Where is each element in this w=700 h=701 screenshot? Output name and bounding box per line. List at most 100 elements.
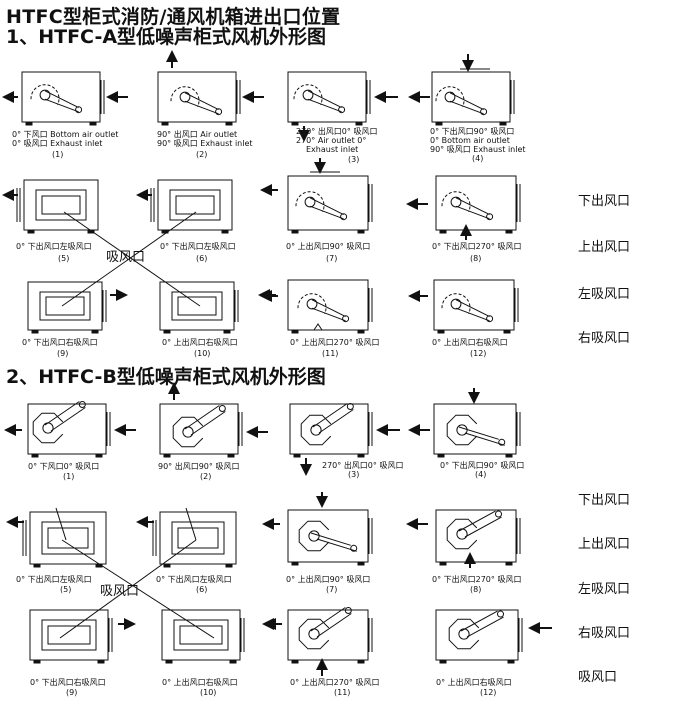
b-5-belt bbox=[55, 507, 67, 541]
b-number-3: (3) bbox=[348, 470, 360, 479]
b-box-3-foot bbox=[293, 453, 301, 458]
b-7-volute bbox=[298, 520, 330, 552]
b-9-panel bbox=[47, 625, 91, 645]
b-box-12-foot bbox=[507, 659, 515, 664]
b-7-belt bbox=[310, 532, 351, 546]
a-8-belt bbox=[455, 197, 490, 216]
b-10-panel bbox=[173, 619, 229, 651]
b-12-impeller bbox=[458, 628, 470, 640]
a-number-7: (7) bbox=[326, 254, 338, 263]
b-box-8-foot bbox=[439, 561, 447, 566]
a-box-2-foot bbox=[225, 121, 233, 126]
a-box-11 bbox=[287, 279, 369, 331]
a-4-impeller bbox=[444, 91, 456, 103]
b-box-6 bbox=[159, 511, 237, 565]
a-8-volute bbox=[441, 191, 471, 213]
b-box-7 bbox=[287, 509, 369, 563]
b-caption-1: 0° 下风口0° 吸风口 bbox=[28, 462, 100, 471]
section-a-title: 1、HTFC-A型低噪声柜式风机外形图 bbox=[6, 26, 327, 48]
b-cross-line bbox=[59, 539, 197, 639]
b-legend-bottom-outlet: 下出风口 bbox=[578, 493, 631, 508]
a-2-belt bbox=[184, 92, 219, 111]
b-caption-5: 0° 下出风口左吸风口 bbox=[16, 575, 92, 584]
a-number-5: (5) bbox=[58, 254, 70, 263]
b-8-motor-pulley bbox=[495, 510, 503, 518]
a-box-1-foot bbox=[25, 121, 33, 126]
section-b-title: 2、HTFC-B型低噪声柜式风机外形图 bbox=[6, 366, 326, 388]
a-1-motor-pulley bbox=[75, 106, 83, 114]
a-number-9: (9) bbox=[57, 349, 69, 358]
b-number-10: (10) bbox=[200, 688, 217, 697]
a-caption-5: 0° 下出风口左吸风口 bbox=[16, 242, 92, 251]
a-box-12-foot bbox=[437, 329, 445, 334]
b-7-motor-pulley bbox=[350, 544, 358, 552]
a-box-5-foot bbox=[87, 229, 95, 234]
a-7-volute bbox=[295, 191, 325, 213]
b-box-1 bbox=[27, 403, 107, 455]
b-box-2 bbox=[159, 403, 239, 455]
a-7-motor-pulley bbox=[340, 213, 348, 221]
b-box-4 bbox=[433, 403, 517, 455]
b-4-volute bbox=[446, 414, 478, 446]
a-caption-9: 0° 下出风口右吸风口 bbox=[22, 338, 98, 347]
b-8-volute bbox=[446, 518, 478, 550]
a-legend-left-inlet: 左吸风口 bbox=[578, 287, 631, 302]
a-7-belt bbox=[309, 197, 344, 216]
b-2-motor-pulley bbox=[218, 405, 226, 413]
b-12-belt bbox=[466, 616, 504, 638]
a-legend-bottom-outlet: 下出风口 bbox=[578, 194, 631, 209]
b-box-10-foot bbox=[229, 659, 237, 664]
a-box-11-foot bbox=[357, 329, 365, 334]
b-cross-line bbox=[61, 539, 215, 639]
b-box-11-foot bbox=[357, 659, 365, 664]
a-box-5 bbox=[23, 179, 99, 231]
a-box-8-foot bbox=[439, 229, 447, 234]
b-12-belt bbox=[460, 610, 498, 632]
b-11-volute bbox=[298, 618, 330, 650]
b-11-belt bbox=[316, 613, 352, 638]
a-11-marker bbox=[313, 323, 323, 331]
b-box-3 bbox=[289, 403, 369, 455]
a-11-volute bbox=[297, 293, 327, 315]
b-caption-9: 0° 下出风口右吸风口 bbox=[30, 678, 106, 687]
a-11-impeller bbox=[306, 298, 318, 310]
a-box-4 bbox=[431, 71, 511, 123]
b-box-11 bbox=[287, 609, 369, 661]
a-3-motor-pulley bbox=[338, 106, 346, 114]
b-box-4-foot bbox=[505, 453, 513, 458]
a-box-12 bbox=[433, 279, 515, 331]
b-2-belt bbox=[190, 411, 226, 436]
a-4-motor-pulley bbox=[480, 108, 488, 116]
b-3-belt bbox=[318, 409, 354, 434]
a-8-impeller bbox=[450, 196, 462, 208]
b-box-9-foot bbox=[97, 659, 105, 664]
a-box-5-foot bbox=[27, 229, 35, 234]
a-legend-right-inlet: 右吸风口 bbox=[578, 331, 631, 346]
b-box-6-foot bbox=[163, 563, 171, 568]
b-caption-2: 90° 出风口90° 吸风口 bbox=[158, 462, 240, 471]
b-number-6: (6) bbox=[196, 585, 208, 594]
a-caption-8: 0° 下出风口270° 吸风口 bbox=[432, 242, 522, 251]
a-2-belt bbox=[184, 100, 219, 115]
a-box-10-foot bbox=[163, 329, 171, 334]
b-number-7: (7) bbox=[326, 585, 338, 594]
page-title: HTFC型柜式消防/通风机箱进出口位置 bbox=[6, 6, 341, 28]
b-number-2: (2) bbox=[200, 472, 212, 481]
a-11-motor-pulley bbox=[342, 315, 350, 323]
a-box-7 bbox=[287, 175, 369, 231]
a-number-3: (3) bbox=[348, 155, 360, 164]
b-caption-6: 0° 下出风口左吸风口 bbox=[156, 575, 232, 584]
a-box-10 bbox=[159, 281, 235, 331]
a-number-6: (6) bbox=[196, 254, 208, 263]
a-number-2: (2) bbox=[196, 150, 208, 159]
a-box-3-foot bbox=[355, 121, 363, 126]
b-box-5 bbox=[29, 511, 107, 565]
a-3-belt bbox=[307, 90, 342, 109]
a-11-belt bbox=[311, 299, 346, 318]
b-3-motor-pulley bbox=[346, 403, 354, 411]
b-6-panel bbox=[177, 527, 219, 549]
a-8-motor-pulley bbox=[486, 213, 494, 221]
